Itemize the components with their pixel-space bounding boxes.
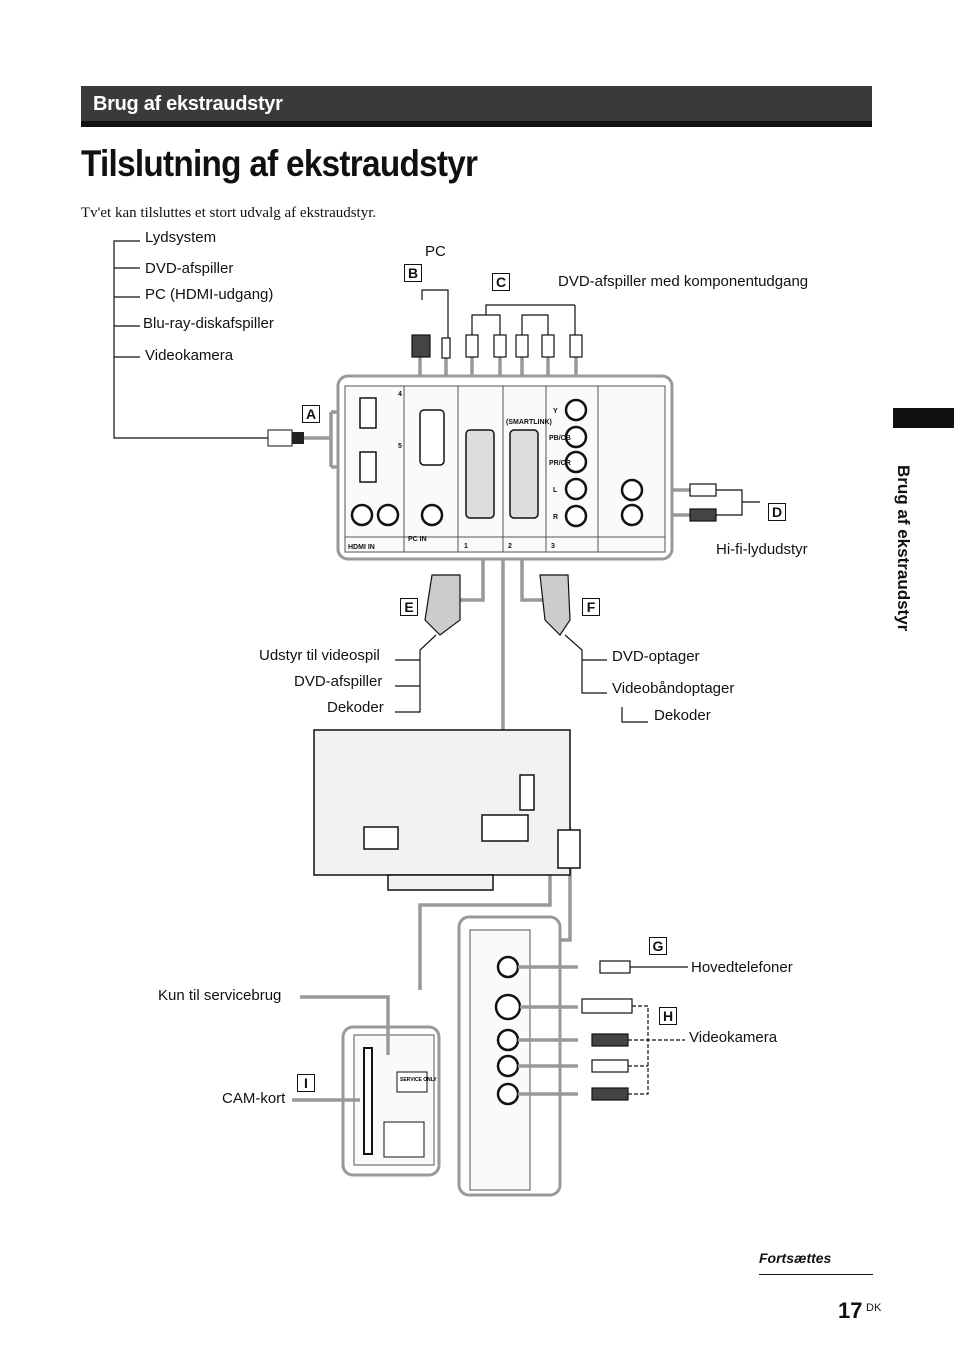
- badge-i: I: [297, 1074, 315, 1092]
- badge-e: E: [400, 598, 418, 616]
- label-videobaandoptager: Videobåndoptager: [612, 680, 735, 697]
- badge-d: D: [768, 503, 786, 521]
- hdmi-port-5-label: 5: [398, 443, 402, 450]
- hdmi-port-icon: [359, 397, 377, 483]
- label-videokamera-h: Videokamera: [689, 1029, 778, 1046]
- scart-1-label: 1: [464, 543, 468, 550]
- intro-text: Tv'et kan tilsluttes et stort udvalg af …: [81, 205, 377, 221]
- scart-3-label: 3: [551, 543, 555, 550]
- page-number: 17: [838, 1298, 863, 1323]
- r-label: R: [553, 514, 558, 521]
- scart-port-1-icon: [465, 429, 495, 519]
- vga-port-icon: [419, 409, 445, 466]
- section-header-title: Brug af ekstraudstyr: [93, 93, 283, 115]
- section-header-bar: Brug af ekstraudstyr: [81, 86, 872, 127]
- label-pc-hdmi: PC (HDMI-udgang): [145, 286, 274, 303]
- label-hovedtelefoner: Hovedtelefoner: [691, 959, 793, 976]
- label-videospil: Udstyr til videospil: [259, 647, 380, 664]
- label-lydsystem: Lydsystem: [145, 229, 217, 246]
- label-pc: PC: [425, 243, 446, 260]
- label-dvd-afspiller-e: DVD-afspiller: [294, 673, 383, 690]
- page-number-suffix: DK: [866, 1302, 882, 1314]
- hdmi-port-4-label: 4: [398, 391, 402, 398]
- label-dvd-afspiller-a: DVD-afspiller: [145, 260, 234, 277]
- side-tab-marker: [893, 408, 954, 428]
- service-only-label: SERVICE ONLY: [400, 1077, 437, 1083]
- label-videokamera-a: Videokamera: [145, 347, 234, 364]
- badge-a: A: [302, 405, 320, 423]
- y-label: Y: [553, 408, 558, 415]
- smartlink-label: (SMARTLINK): [506, 419, 552, 426]
- badge-f: F: [582, 598, 600, 616]
- label-hifi: Hi-fi-lydudstyr: [716, 541, 808, 558]
- page-title: Tilslutning af ekstraudstyr: [81, 143, 478, 184]
- label-dvd-optager: DVD-optager: [612, 648, 700, 665]
- badge-b: B: [404, 264, 422, 282]
- continue-divider: [759, 1274, 873, 1275]
- hdmi-in-label: HDMI IN: [348, 544, 375, 551]
- label-dvd-komponent: DVD-afspiller med komponentudgang: [558, 273, 809, 290]
- label-bluray: Blu-ray-diskafspiller: [143, 315, 274, 332]
- label-dekoder-e: Dekoder: [327, 699, 384, 716]
- badge-h: H: [659, 1007, 677, 1025]
- pb-label: PB/CB: [549, 435, 571, 442]
- l-label: L: [553, 487, 558, 494]
- label-servicebrug: Kun til servicebrug: [158, 987, 282, 1004]
- continue-label: Fortsættes: [759, 1250, 832, 1266]
- scart-port-2-icon: [509, 429, 539, 519]
- hdmi-plug-icon: [267, 429, 304, 447]
- badge-g: G: [649, 937, 667, 955]
- label-dekoder-f: Dekoder: [654, 707, 711, 724]
- pc-in-label: PC IN: [408, 536, 427, 543]
- scart-2-label: 2: [508, 543, 512, 550]
- badge-c: C: [492, 273, 510, 291]
- label-cam-kort: CAM-kort: [222, 1090, 286, 1107]
- pr-label: PR/CR: [549, 460, 571, 467]
